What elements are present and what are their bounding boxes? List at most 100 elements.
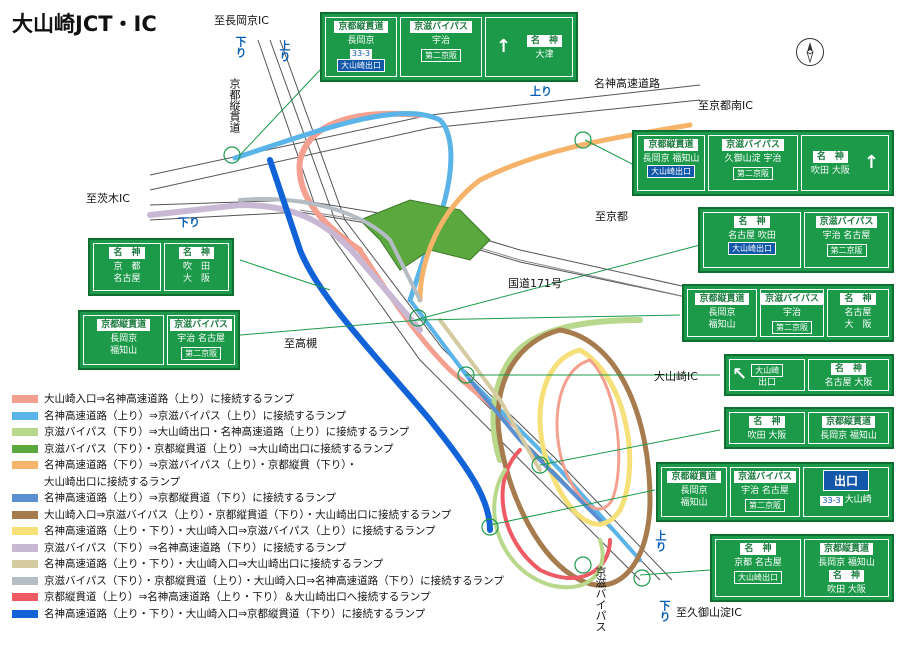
legend-item: 京滋バイパス（下り）⇒名神高速道路（下り）に接続するランプ [12, 540, 504, 557]
sign-header: 京滋バイパス [815, 216, 878, 228]
exit-label: 大山崎出口 [647, 165, 695, 178]
direction-down-bypass: 下り [658, 600, 671, 622]
sign-box: 大山崎 [751, 363, 784, 377]
legend-swatch [12, 428, 38, 437]
up-left-arrow-icon: ↖ [732, 364, 748, 385]
sign-leaders [239, 69, 721, 576]
sign-box: 第二京阪 [745, 499, 785, 512]
legend-item: 名神高速道路（上り・下り）・大山崎入口⇒大山崎出口に接続するランプ [12, 556, 504, 573]
sign-2: 京都縦貫道 長岡京 福知山 大山崎出口 京滋バイパス 久御山淀 宇治 第二京阪 … [632, 130, 894, 196]
sign-destination: 吹田 大阪 [827, 585, 866, 595]
sign-destination: 出口 [758, 377, 777, 388]
legend-label: 京滋バイパス（下り）・京都縦貫道（上り）⇒大山崎出口に接続するランプ [44, 442, 394, 455]
sign-header: 京都縦貫道 [695, 293, 749, 305]
legend-item: 名神高速道路（上り）⇒京都縦貫道（下り）に接続するランプ [12, 490, 504, 507]
direction-up-bypass: 上り [654, 530, 667, 552]
sign-header: 京滋バイパス [722, 139, 784, 151]
label-ibaraki: 至茨木IC [86, 192, 130, 205]
legend-swatch [12, 510, 38, 519]
sign-header: 名 神 [740, 543, 776, 555]
sign-box: 第二京阪 [826, 244, 867, 257]
legend-item: 名神高速道路（上り・下り）・大山崎入口⇒京滋バイパス（上り）に接続するランプ [12, 523, 504, 540]
ramps [147, 110, 693, 590]
sign-destination: 久御山淀 宇治 [724, 154, 782, 164]
legend-label: 大山崎出口に接続するランプ [44, 475, 181, 488]
sign-header: 名 神 [178, 247, 214, 259]
legend-item: 名神高速道路（上り）⇒京滋バイパス（上り）に接続するランプ [12, 408, 504, 425]
sign-destination: 長岡京 [680, 486, 708, 496]
legend-item: 京都縦貫道（上り）⇒名神高速道路（上り・下り）＆大山崎出口へ接続するランプ [12, 589, 504, 606]
sign-destination: 大 阪 [844, 320, 872, 330]
label-takatsuki: 至高槻 [284, 337, 317, 350]
sign-header: 名 神 [812, 150, 848, 163]
sign-destination: 福知山 [680, 498, 708, 508]
sign-6: 京都縦貫道 長岡京 福知山 京滋バイパス 宇治 第二京阪 名 神 名古屋 大 阪 [682, 284, 894, 342]
sign-destination: 大山崎 [844, 495, 872, 505]
sign-box: 第二京阪 [421, 49, 461, 62]
sign-destination: 京都 名古屋 [734, 558, 782, 568]
exit-label: 大山崎出口 [337, 59, 385, 72]
sign-header: 京都縦貫道 [644, 139, 698, 151]
sign-header: 名 神 [109, 247, 145, 259]
route-number: 33-3 [820, 496, 843, 506]
sign-destination: 宇治 名古屋 [741, 486, 789, 496]
label-kyoto: 至京都 [595, 210, 628, 223]
legend-swatch [12, 593, 38, 602]
route-171 [299, 209, 701, 301]
legend-swatch [12, 478, 38, 486]
sign-7: ↖ 大山崎 出口 名 神 名古屋 大阪 [724, 354, 894, 396]
sign-box: 第二京阪 [733, 167, 773, 180]
sign-destination: 長岡京 [347, 36, 375, 46]
sign-3: 名 神 名古屋 吹田 大山崎出口 京滋バイパス 宇治 名古屋 第二京阪 [698, 207, 894, 273]
legend-label: 京滋バイパス（下り）⇒名神高速道路（下り）に接続するランプ [44, 541, 347, 554]
sign-header: 京都縦貫道 [334, 21, 388, 33]
sign-header: 名 神 [830, 363, 866, 375]
legend-label: 名神高速道路（上り・下り）・大山崎入口⇒大山崎出口に接続するランプ [44, 558, 384, 571]
legend-item: 京滋バイパス（下り）⇒大山崎出口・名神高速道路（上り）に接続するランプ [12, 424, 504, 441]
label-kyoto-jukan: 京都縦貫道 [228, 78, 241, 133]
sign-destination: 名古屋 [844, 308, 872, 318]
sign-box: 第二京阪 [772, 321, 812, 334]
direction-down-jukan: 下り [234, 36, 247, 58]
legend-label: 大山崎入口⇒名神高速道路（上り）に接続するランプ [44, 393, 294, 406]
label-oyamazaki-ic: 大山崎IC [654, 370, 698, 383]
legend-label: 名神高速道路（上り・下り）・大山崎入口⇒京都縦貫道（下り）に接続するランプ [44, 607, 426, 620]
exit-label: 大山崎出口 [728, 242, 776, 255]
sign-header: 名 神 [749, 416, 785, 428]
sign-header: 京都縦貫道 [667, 471, 721, 483]
sign-header: 京都縦貫道 [819, 543, 873, 555]
legend-item: 大山崎入口⇒名神高速道路（上り）に接続するランプ [12, 391, 504, 408]
sign-box: 大山崎出口 [734, 571, 782, 584]
legend-label: 京都縦貫道（上り）⇒名神高速道路（上り・下り）＆大山崎出口へ接続するランプ [44, 591, 431, 604]
legend-swatch [12, 395, 38, 404]
sign-8: 名 神 吹田 大阪 京都縦貫道 長岡京 福知山 [724, 407, 894, 449]
sign-5: 京都縦貫道 長岡京 福知山 京滋バイパス 宇治 名古屋 第二京阪 [78, 310, 240, 370]
sign-destination: 福知山 [110, 346, 138, 356]
sign-destination: 宇治 名古屋 [177, 334, 226, 344]
up-arrow-icon: ↑ [863, 152, 879, 173]
sign-destination: 長岡京 福知山 [820, 431, 877, 441]
legend-item: 京滋バイパス（下り）・京都縦貫道（上り）⇒大山崎出口に接続するランプ [12, 441, 504, 458]
sign-1: 京都縦貫道 長岡京 33-3 大山崎出口 京滋バイパス 宇治 第二京阪 ↑ 名 … [320, 12, 578, 82]
sign-destination: 長岡京 福知山 [818, 558, 875, 568]
legend-item: 名神高速道路（上り・下り）・大山崎入口⇒京都縦貫道（下り）に接続するランプ [12, 606, 504, 623]
legend-swatch [12, 560, 38, 569]
legend-item: 大山崎出口に接続するランプ [12, 474, 504, 491]
legend-swatch [12, 609, 38, 618]
label-meishin: 名神高速道路 [594, 77, 660, 90]
sign-destination: 吹田 大阪 [747, 431, 787, 441]
sign-destination: 名古屋 [113, 274, 141, 284]
legend-swatch [12, 543, 38, 552]
sign-header: 名 神 [734, 216, 770, 228]
legend-swatch [12, 494, 38, 503]
sign-destination: 宇治 [431, 36, 450, 46]
sign-header: 名 神 [828, 570, 864, 582]
sign-destination: 長岡京 [110, 334, 138, 344]
sign-destination: 宇治 名古屋 [822, 231, 871, 241]
sign-header: 京滋バイパス [734, 471, 796, 483]
sign-4: 名 神 京 都 名古屋 名 神 吹 田 大 阪 [88, 238, 234, 296]
sign-destination: 大津 [535, 49, 554, 60]
legend-label: 京滋バイパス（下り）⇒大山崎出口・名神高速道路（上り）に接続するランプ [44, 426, 410, 439]
sign-9: 京都縦貫道 長岡京 福知山 京滋バイパス 宇治 名古屋 第二京阪 出口 33-3… [656, 462, 894, 522]
